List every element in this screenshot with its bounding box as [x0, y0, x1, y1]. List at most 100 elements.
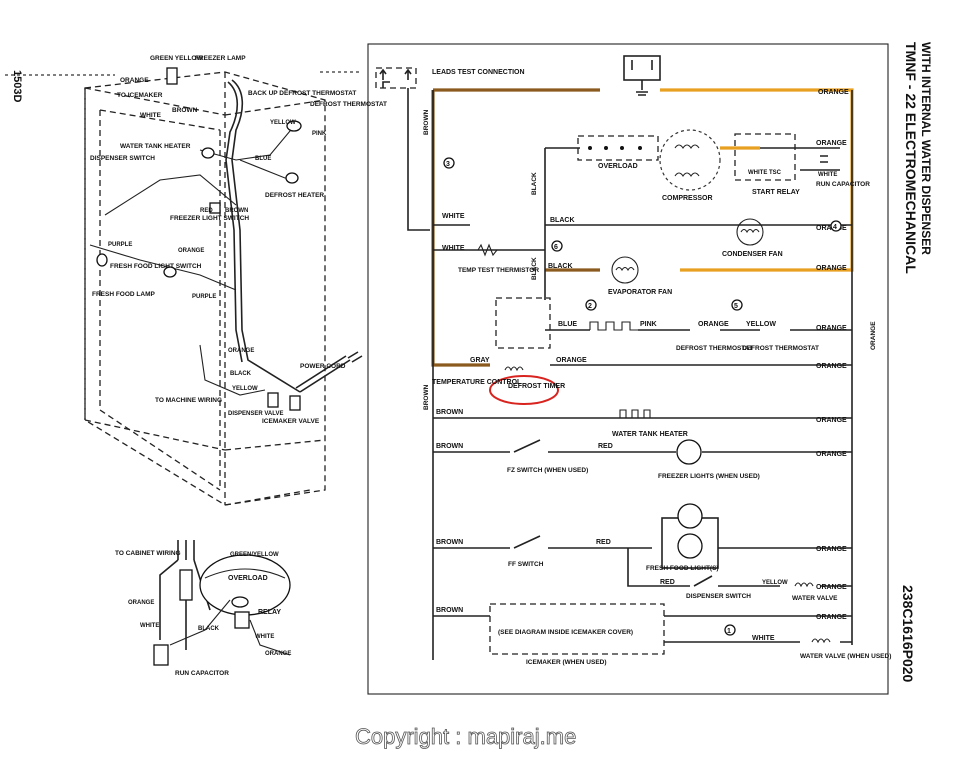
svg-text:WHITE: WHITE — [140, 623, 159, 629]
highlight-brown-left — [431, 90, 490, 367]
part-number: 238C1616P020 — [900, 585, 916, 683]
svg-text:FF SWITCH: FF SWITCH — [508, 561, 544, 568]
svg-text:ORANGE: ORANGE — [816, 140, 847, 147]
svg-text:BLACK: BLACK — [531, 172, 538, 195]
svg-text:CONDENSER FAN: CONDENSER FAN — [722, 251, 783, 258]
compressor-circuit: OVERLOAD COMPRESSOR WHITE TSC START RELA… — [531, 129, 870, 300]
run-capacitor-detail — [153, 644, 169, 666]
thermistor-circuit: WHITE WHITE TEMP TEST THERMISTOR — [433, 213, 545, 274]
svg-text:PURPLE: PURPLE — [108, 242, 132, 248]
fresh-food-circuit: BROWN RED FF SWITCH FRESH FOOD LIGHT(S) … — [433, 503, 852, 602]
svg-text:ORANGE: ORANGE — [818, 89, 849, 96]
svg-text:(SEE DIAGRAM INSIDE ICEMAKER C: (SEE DIAGRAM INSIDE ICEMAKER COVER) — [498, 629, 633, 636]
defrost-circuit: BLUE PINK ORANGE YELLOW ORANGE DEFROST T… — [432, 297, 852, 405]
svg-text:TO ICEMAKER: TO ICEMAKER — [117, 92, 163, 99]
svg-text:COMPRESSOR: COMPRESSOR — [662, 195, 713, 202]
power-plug — [623, 55, 661, 96]
svg-text:WATER VALVE (WHEN USED): WATER VALVE (WHEN USED) — [800, 653, 891, 660]
svg-text:BROWN: BROWN — [423, 109, 430, 135]
svg-text:WHITE: WHITE — [442, 245, 465, 252]
condenser-fan-circuit: BLACK CONDENSER FAN ORANGE — [545, 217, 852, 258]
icemaker-circuit: BROWN (SEE DIAGRAM INSIDE ICEMAKER COVER… — [433, 603, 891, 666]
svg-text:FZ SWITCH (WHEN USED): FZ SWITCH (WHEN USED) — [507, 467, 588, 474]
diagram-title-line2: WITH INTERNAL WATER DISPENSER — [919, 42, 933, 255]
svg-text:ICEMAKER VALVE: ICEMAKER VALVE — [262, 418, 320, 425]
svg-text:RUN CAPACITOR: RUN CAPACITOR — [175, 670, 229, 677]
svg-text:3: 3 — [446, 161, 450, 168]
svg-text:BROWN: BROWN — [436, 409, 463, 416]
svg-text:WHITE: WHITE — [752, 635, 775, 642]
svg-text:ORANGE: ORANGE — [816, 325, 847, 332]
svg-text:GREEN YELLOW: GREEN YELLOW — [150, 55, 203, 62]
leads-test-connection: LEADS TEST CONNECTION — [375, 67, 525, 231]
svg-text:FRESH FOOD LIGHT SWITCH: FRESH FOOD LIGHT SWITCH — [110, 263, 202, 270]
svg-text:START RELAY: START RELAY — [752, 189, 800, 196]
svg-text:BLACK: BLACK — [548, 263, 573, 270]
svg-text:WATER VALVE: WATER VALVE — [792, 595, 838, 602]
svg-text:WHITE TSC: WHITE TSC — [748, 170, 782, 176]
svg-text:BROWN: BROWN — [436, 443, 463, 450]
svg-text:YELLOW: YELLOW — [746, 321, 776, 328]
defrost-timer-highlight — [489, 375, 559, 405]
svg-text:BLACK: BLACK — [198, 626, 220, 632]
svg-text:OVERLOAD: OVERLOAD — [228, 575, 268, 582]
compressor-detail: TO CABINET WIRING GREEN/YELLOW OVERLOAD … — [115, 540, 291, 677]
svg-text:TEMP TEST THERMISTOR: TEMP TEST THERMISTOR — [458, 267, 539, 274]
svg-text:EVAPORATOR FAN: EVAPORATOR FAN — [608, 289, 672, 296]
svg-text:LEADS TEST CONNECTION: LEADS TEST CONNECTION — [432, 69, 525, 76]
svg-text:ORANGE: ORANGE — [816, 451, 847, 458]
svg-text:BLACK: BLACK — [550, 217, 575, 224]
water-tank-heater-circuit: BROWN WATER TANK HEATER ORANGE — [433, 409, 852, 438]
svg-text:ORANGE: ORANGE — [816, 265, 847, 272]
svg-text:FRESH FOOD LIGHT(S): FRESH FOOD LIGHT(S) — [646, 565, 719, 572]
svg-text:6: 6 — [554, 244, 558, 251]
svg-text:ORANGE: ORANGE — [178, 248, 204, 254]
svg-text:FREEZER LIGHTS (WHEN USED): FREEZER LIGHTS (WHEN USED) — [658, 473, 760, 480]
terminal-markers: 3 6 2 5 4 1 — [443, 157, 842, 636]
svg-text:PINK: PINK — [312, 131, 327, 137]
svg-text:BROWN: BROWN — [436, 607, 463, 614]
svg-text:BROWN: BROWN — [225, 208, 248, 214]
svg-text:ORANGE: ORANGE — [128, 600, 154, 606]
svg-text:ORANGE: ORANGE — [816, 417, 847, 424]
svg-text:ORANGE: ORANGE — [265, 651, 291, 657]
svg-text:BROWN: BROWN — [172, 107, 198, 114]
copyright-watermark: Copyright : mapiraj.me — [355, 724, 576, 749]
svg-text:TO MACHINE WIRING: TO MACHINE WIRING — [155, 397, 222, 404]
svg-text:BLUE: BLUE — [558, 321, 577, 328]
schematic-frame — [367, 43, 889, 695]
svg-text:BLACK: BLACK — [531, 257, 538, 280]
margin-code: 1503D — [11, 70, 23, 102]
svg-text:RELAY: RELAY — [258, 609, 281, 616]
svg-text:ORANGE: ORANGE — [816, 614, 847, 621]
svg-text:ICEMAKER (WHEN USED): ICEMAKER (WHEN USED) — [526, 659, 607, 666]
svg-text:WHITE: WHITE — [140, 112, 162, 119]
svg-text:YELLOW: YELLOW — [762, 580, 788, 586]
svg-text:1: 1 — [727, 628, 731, 635]
svg-text:BLUE: BLUE — [255, 156, 271, 162]
svg-text:WHITE: WHITE — [255, 634, 274, 640]
svg-text:WATER TANK HEATER: WATER TANK HEATER — [612, 431, 688, 438]
svg-text:ORANGE: ORANGE — [698, 321, 729, 328]
svg-text:BACK UP DEFROST THERMOSTAT: BACK UP DEFROST THERMOSTAT — [248, 90, 356, 97]
svg-text:WHITE: WHITE — [442, 213, 465, 220]
svg-text:DEFROST THERMOSTAT: DEFROST THERMOSTAT — [310, 101, 387, 108]
svg-text:DISPENSER VALVE: DISPENSER VALVE — [228, 411, 283, 417]
svg-text:FREEZER LIGHT SWITCH: FREEZER LIGHT SWITCH — [170, 215, 249, 222]
svg-text:RED: RED — [596, 539, 611, 546]
svg-text:ORANGE: ORANGE — [870, 321, 877, 350]
svg-text:FREEZER LAMP: FREEZER LAMP — [195, 55, 246, 62]
svg-text:4: 4 — [833, 224, 837, 231]
cabinet-outline — [84, 71, 326, 506]
svg-text:DISPENSER SWITCH: DISPENSER SWITCH — [90, 155, 155, 162]
svg-text:BROWN: BROWN — [423, 384, 430, 410]
diagram-title-line1: TMNF - 22 ELECTROMECHANICAL — [903, 42, 919, 274]
svg-text:RED: RED — [200, 208, 213, 214]
svg-text:PINK: PINK — [640, 321, 657, 328]
cabinet-pictorial: GREEN YELLOW FREEZER LAMP ORANGE TO ICEM… — [84, 55, 387, 506]
svg-text:ORANGE: ORANGE — [120, 77, 149, 84]
svg-text:ORANGE: ORANGE — [228, 348, 254, 354]
freezer-light-circuit: BROWN RED FZ SWITCH (WHEN USED) FREEZER … — [433, 439, 852, 480]
